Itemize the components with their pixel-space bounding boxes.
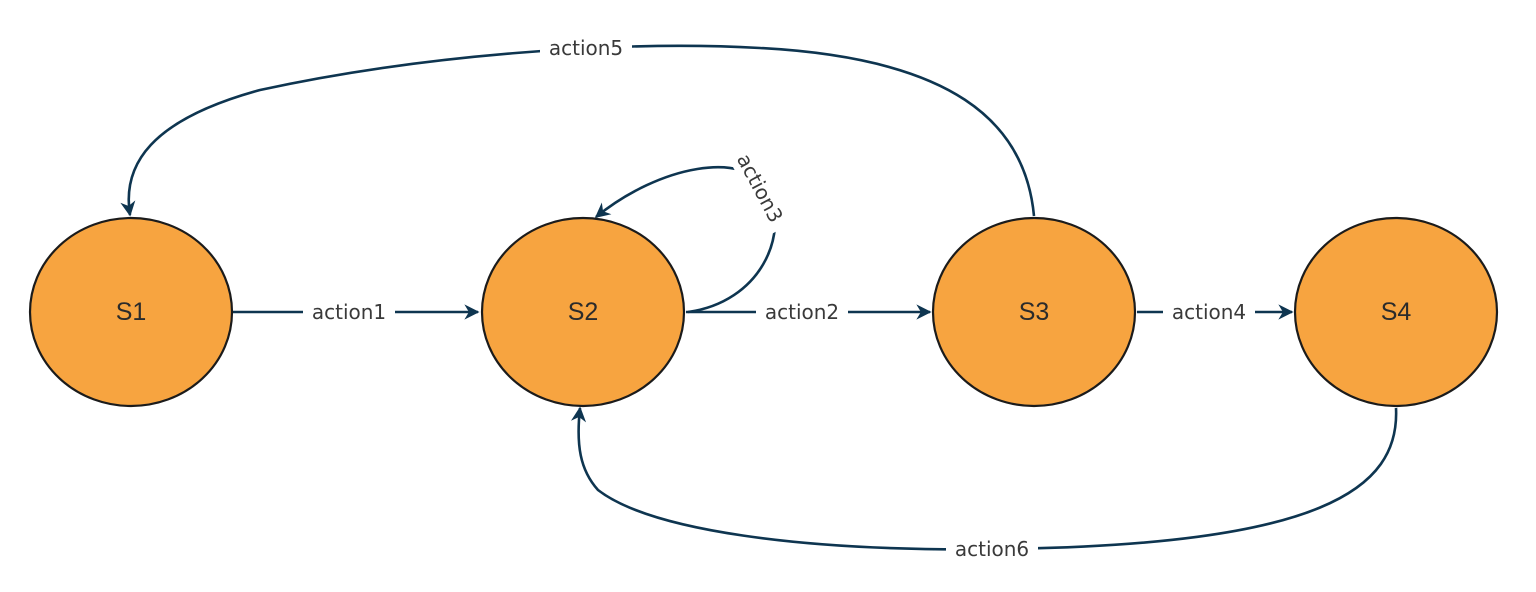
state-node-s2-label: S2 [568, 298, 599, 326]
edge-label-bg [540, 34, 632, 62]
state-node-s2-shape [480, 216, 686, 408]
state-node-s1-label: S1 [116, 298, 147, 326]
state-node-s2[interactable]: S2 [480, 216, 686, 408]
edge-label-action6: action6 [955, 537, 1029, 561]
edge-label-bg [946, 535, 1038, 563]
state-node-s4-shape [1293, 216, 1499, 408]
edge-label-action4: action4 [1172, 300, 1246, 324]
state-node-s1[interactable]: S1 [28, 216, 234, 408]
edge-label-bg [756, 298, 848, 326]
edge-label-action2: action2 [765, 300, 839, 324]
state-node-s4-label: S4 [1381, 298, 1412, 326]
edge-action6 [570, 406, 1398, 551]
edges [120, 44, 1398, 551]
state-node-s3[interactable]: S3 [931, 216, 1137, 408]
edge-label-action1: action1 [312, 300, 386, 324]
edge-labels: action1 action2 action4 action5 action6 … [303, 34, 1255, 563]
state-node-s3-label: S3 [1019, 298, 1050, 326]
edge-label-bg [303, 298, 395, 326]
edge-action5 [120, 44, 1036, 217]
edge-label-bg [1163, 298, 1255, 326]
state-node-s1-shape [28, 216, 234, 408]
state-node-s3-shape [931, 216, 1137, 408]
edge-label-action5: action5 [549, 36, 623, 60]
state-node-s4[interactable]: S4 [1293, 216, 1499, 408]
nodes: S1 S2 S3 S4 [28, 216, 1499, 408]
edge-label-bg [726, 140, 794, 236]
